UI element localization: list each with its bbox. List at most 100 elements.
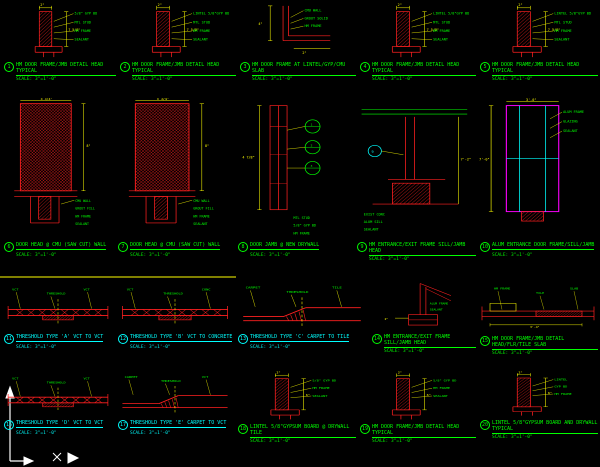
svg-text:SEALANT: SEALANT bbox=[430, 307, 443, 311]
detail-number-bubble: 18 bbox=[238, 424, 248, 434]
detail-number-bubble: 3 bbox=[240, 62, 250, 72]
svg-text:SEALANT: SEALANT bbox=[433, 38, 448, 42]
svg-text:8": 8" bbox=[87, 144, 91, 148]
svg-text:HM FRAME: HM FRAME bbox=[193, 214, 210, 218]
detail-scale: SCALE: 3"=1'-0" bbox=[492, 77, 533, 82]
svg-text:MTL STUD: MTL STUD bbox=[433, 20, 450, 24]
detail-number-bubble: 1 bbox=[4, 62, 14, 72]
detail-scale: SCALE: 3"=1'-0" bbox=[250, 439, 291, 444]
svg-text:HM FRAME: HM FRAME bbox=[193, 29, 210, 33]
svg-text:ALUM FRAME: ALUM FRAME bbox=[430, 301, 449, 305]
svg-text:GYP BD: GYP BD bbox=[554, 385, 567, 388]
detail-title: HM DOOR FRAME/JMB DETAIL HEAD TYPICAL bbox=[132, 62, 236, 76]
detail-number-bubble: 20 bbox=[480, 420, 490, 430]
detail-title: DOOR HEAD @ CMU (SAW CUT) WALL bbox=[16, 242, 107, 250]
detail-title: THRESHOLD TYPE 'D' VCT TO VCT bbox=[16, 420, 104, 428]
detail-title: LINTEL 5/8"GYPSUM BOARD AND DRYWALL TYPI… bbox=[492, 420, 598, 434]
svg-text:VCT: VCT bbox=[202, 375, 209, 378]
svg-text:6": 6" bbox=[548, 391, 552, 394]
detail-scale: SCALE: 3"=1'-0" bbox=[252, 77, 293, 82]
svg-text:HM FRAME: HM FRAME bbox=[433, 386, 450, 390]
svg-text:GLAZING: GLAZING bbox=[563, 120, 578, 124]
detail-scale: SCALE: 3"=1'-0" bbox=[492, 351, 533, 356]
svg-text:ALUM SILL: ALUM SILL bbox=[364, 220, 383, 224]
svg-text:CMU WALL: CMU WALL bbox=[305, 9, 322, 13]
detail-number-bubble: 2 bbox=[120, 62, 130, 72]
svg-text:7 5/8": 7 5/8" bbox=[187, 28, 199, 32]
svg-text:2": 2" bbox=[518, 3, 522, 7]
svg-text:CMU WALL: CMU WALL bbox=[75, 199, 91, 203]
svg-text:ALUM FRAME: ALUM FRAME bbox=[563, 110, 584, 114]
svg-text:THRESHOLD: THRESHOLD bbox=[286, 291, 308, 294]
svg-text:GROUT FILL: GROUT FILL bbox=[75, 207, 95, 211]
detail-title: HM DOOR FRAME/JMB DETAIL HEAD/FLR/TILE S… bbox=[492, 336, 598, 350]
svg-text:VCT: VCT bbox=[83, 377, 89, 380]
detail-number-bubble: 10 bbox=[480, 242, 490, 252]
detail-title: LINTEL 5/8"GYPSUM BOARD @ DRYWALL TILE bbox=[250, 424, 356, 438]
svg-text:2": 2" bbox=[40, 3, 44, 7]
detail-title: HM DOOR FRAME/JMB DETAIL HEAD TYPICAL bbox=[372, 424, 476, 438]
svg-text:VCT: VCT bbox=[12, 288, 18, 292]
svg-text:SEALANT: SEALANT bbox=[75, 222, 89, 226]
svg-text:CONC: CONC bbox=[202, 288, 211, 292]
detail-scale: SCALE: 3"=1'-0" bbox=[16, 431, 57, 436]
svg-text:VCT: VCT bbox=[12, 377, 18, 380]
detail-title: THRESHOLD TYPE 'A' VCT TO VCT bbox=[16, 334, 104, 342]
detail-scale: SCALE: 3"=1'-0" bbox=[250, 345, 291, 350]
svg-text:MTL STUD: MTL STUD bbox=[193, 20, 210, 24]
svg-text:5 3/4": 5 3/4" bbox=[41, 98, 53, 101]
svg-text:5/8" GYP BD: 5/8" GYP BD bbox=[293, 224, 316, 228]
svg-text:3'-0": 3'-0" bbox=[526, 98, 536, 102]
detail-number-bubble: 5 bbox=[480, 62, 490, 72]
svg-text:GROUT SOLID: GROUT SOLID bbox=[305, 17, 328, 21]
detail-number-bubble: 4 bbox=[360, 62, 370, 72]
svg-text:6": 6" bbox=[427, 393, 431, 397]
detail-scale: SCALE: 3"=1'-0" bbox=[16, 253, 57, 258]
detail-scale: SCALE: 3"=1'-0" bbox=[369, 257, 410, 262]
svg-text:SEALANT: SEALANT bbox=[75, 38, 89, 42]
svg-text:HM FRAME: HM FRAME bbox=[554, 29, 571, 33]
svg-text:MTL STUD: MTL STUD bbox=[554, 20, 571, 24]
svg-text:5/8" GYP BD: 5/8" GYP BD bbox=[75, 12, 98, 16]
svg-text:SEALANT: SEALANT bbox=[193, 38, 208, 42]
